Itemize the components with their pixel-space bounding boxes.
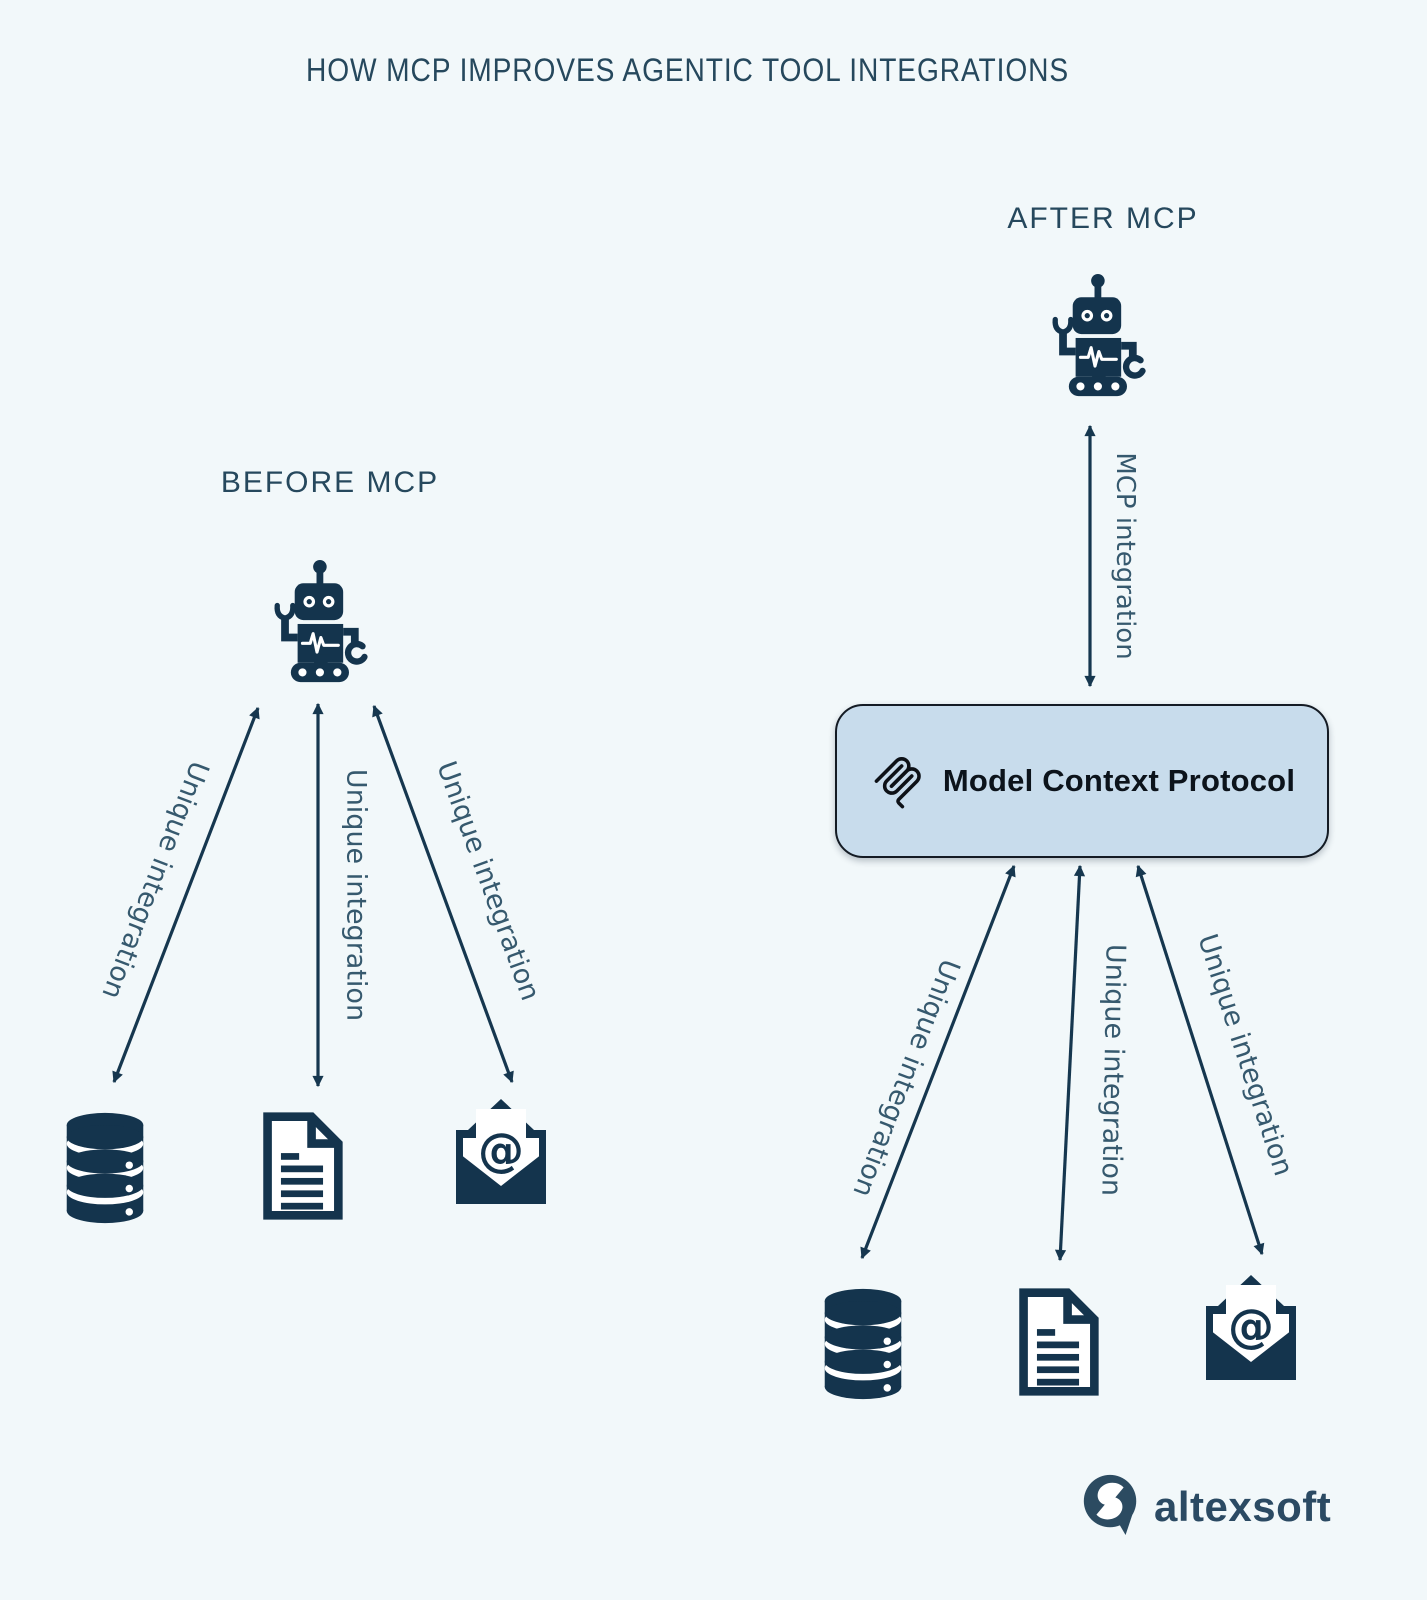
document-icon-after (1024, 1293, 1095, 1392)
model-context-protocol-label: Model Context Protocol (942, 763, 1296, 798)
document-icon-before (268, 1117, 339, 1216)
email-icon-after (1206, 1275, 1296, 1380)
database-icon-after (824, 1288, 902, 1400)
after-mcp-heading: AFTER MCP (1007, 202, 1199, 235)
after-arrow-email (1135, 864, 1265, 1256)
mcp-integration-label: MCP integration (1110, 452, 1140, 660)
before-mcp-heading: BEFORE MCP (220, 466, 440, 499)
brand-name: altexsoft (1154, 1483, 1332, 1530)
before-arrow-email (372, 704, 514, 1084)
altexsoft-logo-icon (1083, 1474, 1137, 1536)
after-arrow-document (1054, 864, 1086, 1262)
email-icon-before (456, 1099, 546, 1204)
after-connection-label-document: Unique integration (1095, 943, 1131, 1197)
diagram-title: HOW MCP IMPROVES AGENTIC TOOL INTEGRATIO… (305, 52, 1069, 88)
brand-logo: altexsoft (1078, 1470, 1331, 1538)
before-connection-label-document: Unique integration (340, 768, 372, 1022)
before-arrow-database (112, 706, 260, 1084)
model-context-protocol-box: Model Context Protocol (835, 704, 1329, 858)
database-icon-before (66, 1112, 144, 1224)
after-arrow-database (860, 864, 1016, 1260)
robot-icon-after (1055, 274, 1142, 396)
mcp-logo-icon (874, 757, 921, 809)
robot-icon-before (277, 560, 364, 682)
